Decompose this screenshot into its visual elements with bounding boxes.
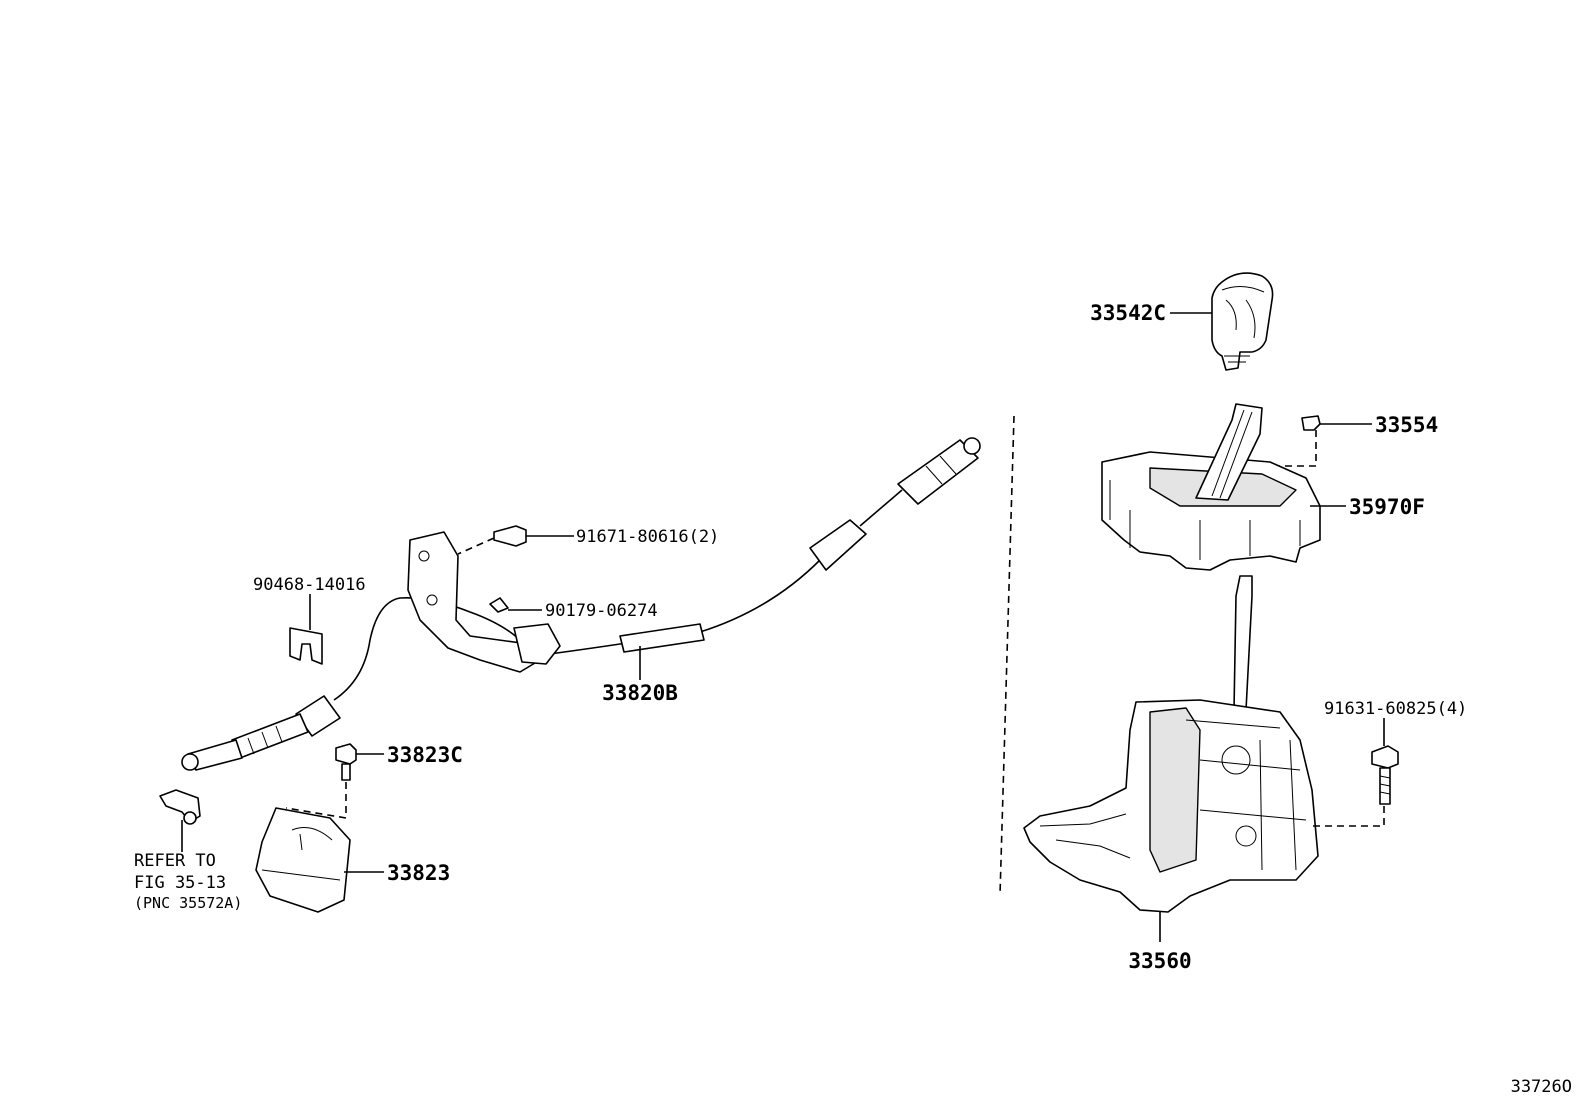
refer-line-2: FIG 35-13 [134, 873, 226, 893]
cable-part [181, 437, 981, 771]
retainer-part [289, 627, 323, 665]
small-clip-part [489, 597, 509, 613]
bracket-part [255, 807, 351, 913]
indicator-housing-part [1101, 403, 1321, 571]
dashed-bolt-2 [457, 537, 495, 555]
dashed-cable-to-lever [999, 415, 1015, 896]
label-bolt-4: 91631-60825(4) [1324, 699, 1467, 719]
label-shift-knob: 33542C [1090, 301, 1166, 325]
label-bracket: 33823 [387, 861, 450, 885]
label-indicator-housing: 35970F [1349, 495, 1425, 519]
label-cable: 33820B [602, 681, 678, 705]
refer-line-1: REFER TO [134, 851, 216, 871]
label-small-clip: 90179-06274 [545, 601, 658, 621]
bolt-2-part [493, 525, 527, 547]
diagram-id: 33726O [1511, 1077, 1572, 1097]
bracket-bolt-part [335, 743, 357, 781]
refer-line-3: (PNC 35572A) [134, 894, 242, 912]
dashed-bracket-bolt [285, 782, 347, 819]
label-bolt-2: 91671-80616(2) [576, 527, 719, 547]
bolt-4-part [1371, 745, 1399, 805]
label-bracket-bolt: 33823C [387, 743, 463, 767]
dashed-bolt-4 [1310, 806, 1385, 827]
reference-part [159, 789, 201, 825]
shift-lever-assembly-part [1023, 575, 1319, 913]
shift-knob-part [1211, 272, 1274, 371]
label-clip: 33554 [1375, 413, 1438, 437]
label-retainer: 90468-14016 [253, 575, 366, 595]
clip-part [1301, 415, 1321, 431]
label-shift-lever: 33560 [1128, 949, 1191, 973]
